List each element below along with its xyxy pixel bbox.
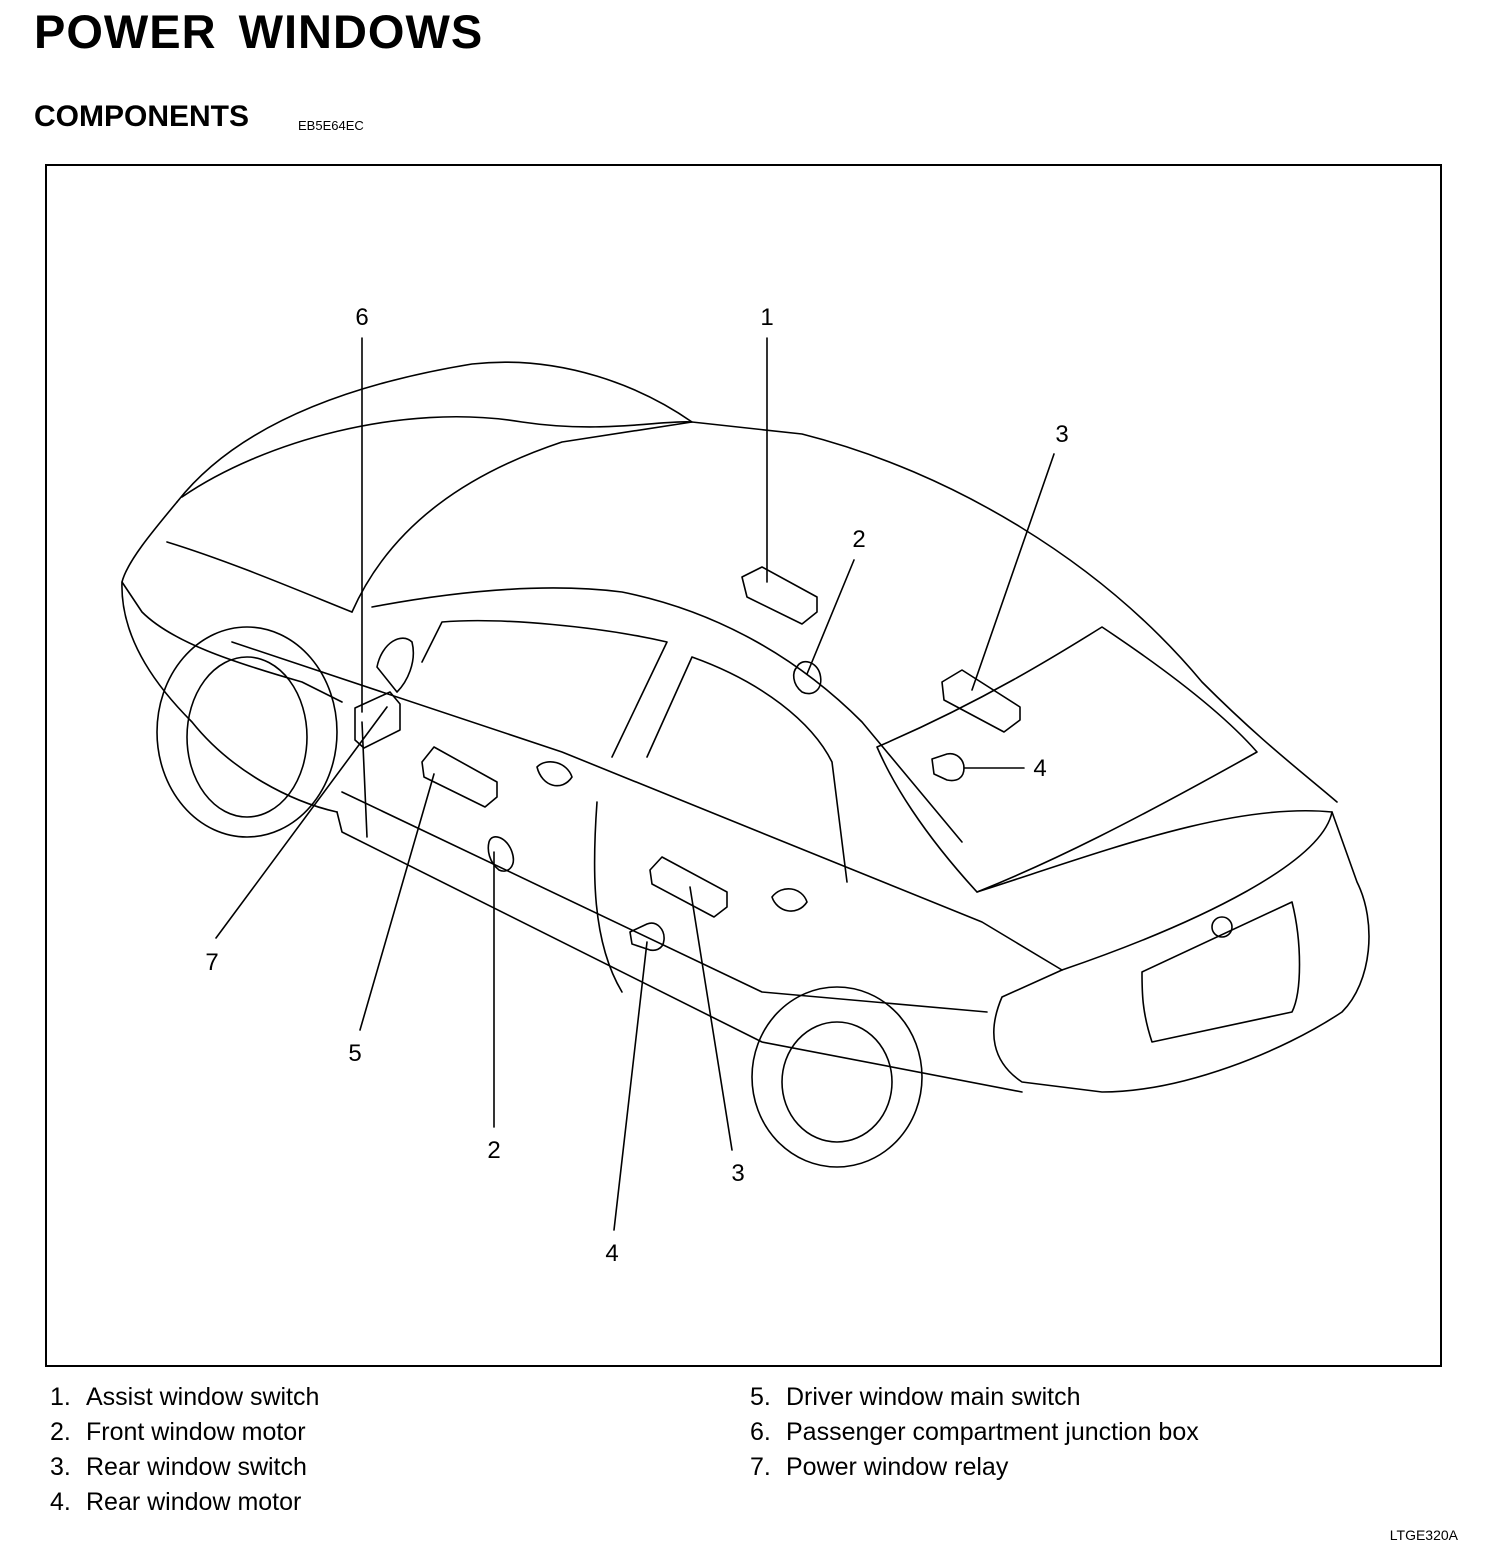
callout-4-left: 4 (605, 1240, 618, 1267)
legend-item: 4. Rear window motor (50, 1485, 319, 1520)
car-rear-end (993, 811, 1370, 1093)
car-rear-glass (876, 626, 1258, 893)
car-front-wheel (186, 656, 308, 818)
driver-window-main-switch-part (421, 746, 498, 808)
legend-label: Rear window switch (86, 1453, 307, 1481)
legend-item: 6. Passenger compartment junction box (750, 1415, 1199, 1450)
car-trunk-emblem (1211, 916, 1233, 938)
rear-window-switch-left-part (649, 856, 728, 918)
legend-number: 6. (750, 1418, 771, 1446)
section-code: EB5E64EC (298, 118, 364, 133)
legend-label: Passenger compartment junction box (786, 1418, 1199, 1446)
legend-item: 5. Driver window main switch (750, 1380, 1199, 1415)
front-window-motor-right-part (792, 660, 822, 695)
assist-window-switch-part (741, 566, 818, 625)
legend-item: 3. Rear window switch (50, 1450, 319, 1485)
car-sill (336, 811, 1023, 1093)
callout-3-left: 3 (731, 1160, 744, 1187)
legend-number: 4. (50, 1488, 71, 1516)
car-front-wheel-arch (156, 626, 338, 838)
callout-3-right-leader (971, 453, 1055, 691)
car-a-pillar (351, 421, 693, 613)
legend-number: 1. (50, 1383, 71, 1411)
callout-5: 5 (348, 1040, 361, 1067)
legend-item: 7. Power window relay (750, 1450, 1199, 1485)
car-mirror (376, 637, 415, 693)
diagram-frame: 6 1 3 2 4 7 5 2 3 4 (45, 164, 1442, 1367)
car-side-belt (231, 641, 1063, 971)
legend-right-column: 5. Driver window main switch 6. Passenge… (750, 1380, 1199, 1485)
car-front-window (421, 619, 668, 758)
rear-window-motor-right-part (931, 752, 965, 782)
car-rear-wheel (781, 1021, 893, 1143)
car-windshield (181, 416, 693, 498)
callout-6: 6 (355, 304, 368, 331)
callout-7-leader (215, 706, 388, 939)
junction-box-part (354, 691, 401, 749)
legend-left-column: 1. Assist window switch 2. Front window … (50, 1380, 319, 1520)
rear-window-motor-left-part (629, 922, 665, 952)
callout-3-left-leader (689, 886, 733, 1151)
figure-reference: LTGE320A (1389, 1527, 1458, 1543)
legend-item: 1. Assist window switch (50, 1380, 319, 1415)
legend-label: Assist window switch (86, 1383, 320, 1411)
legend-number: 7. (750, 1453, 771, 1481)
callout-2-left: 2 (487, 1137, 500, 1164)
car-trunk-lid (976, 809, 1333, 971)
rear-window-switch-right-part (941, 669, 1021, 733)
car-roof-edge (371, 587, 963, 843)
callout-2-right-leader (806, 559, 855, 675)
car-side-lower-line (341, 791, 988, 1013)
car-rear-window (646, 656, 848, 883)
legend-label: Rear window motor (86, 1488, 302, 1516)
car-upper-body (121, 501, 343, 703)
legend-number: 3. (50, 1453, 71, 1481)
callout-7: 7 (205, 949, 218, 976)
car-rear-handle (771, 888, 808, 912)
legend-label: Power window relay (786, 1453, 1009, 1481)
car-component-diagram: 6 1 3 2 4 7 5 2 3 4 (121, 304, 1370, 1267)
car-front-bumper (121, 581, 338, 813)
car-rear-wheel-arch (751, 986, 923, 1168)
legend-item: 2. Front window motor (50, 1415, 319, 1450)
callout-5-leader (359, 773, 435, 1031)
callout-4-right: 4 (1033, 755, 1046, 782)
car-roofline (176, 361, 1338, 803)
legend-number: 5. (750, 1383, 771, 1411)
callout-1: 1 (760, 304, 773, 331)
callout-2-right: 2 (852, 526, 865, 553)
car-front-door-cut (361, 721, 368, 838)
car-plate-recess (1141, 901, 1301, 1043)
callout-4-left-leader (613, 941, 648, 1231)
callout-3-right: 3 (1055, 421, 1068, 448)
car-front-handle (536, 761, 573, 787)
legend-label: Front window motor (86, 1418, 306, 1446)
front-window-motor-left-part (487, 836, 515, 872)
page-title: POWER WINDOWS (34, 5, 484, 58)
legend-label: Driver window main switch (786, 1383, 1081, 1411)
car-hood-line (166, 541, 353, 613)
car-rear-door-cut (593, 801, 623, 993)
legend-number: 2. (50, 1418, 71, 1446)
section-heading: COMPONENTS (34, 100, 250, 133)
